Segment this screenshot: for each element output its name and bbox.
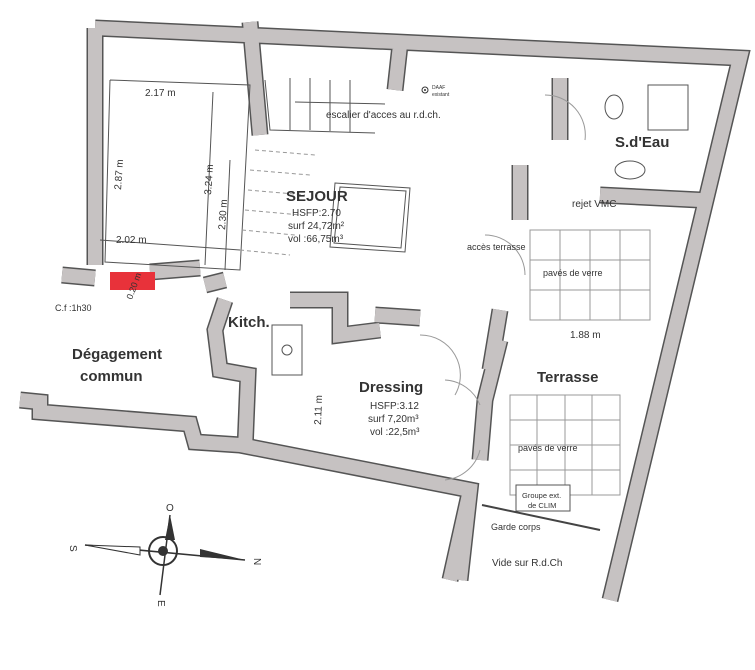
toilet-icon <box>604 94 624 120</box>
dim-2-11: 2.11 m <box>313 395 325 425</box>
dressing-vol: vol :22,5m³ <box>370 427 420 438</box>
compass-south: S <box>67 545 78 552</box>
clim-label-2: de CLIM <box>528 501 556 510</box>
glass-blocks-upper <box>529 229 651 321</box>
room-terrasse: Terrasse <box>537 369 598 386</box>
room-dressing: Dressing <box>359 379 423 396</box>
interior-lines <box>99 78 689 531</box>
dim-2-02: 2.02 m <box>116 235 147 246</box>
daaf-label: DAAF <box>432 85 445 91</box>
stair-label: escalier d'acces au r.d.ch. <box>326 110 441 121</box>
dim-2-30: 2.30 m <box>217 199 230 230</box>
sejour-hsfp: HSFP:2.70 <box>292 208 341 219</box>
dim-3-24: 3.24 m <box>203 164 216 195</box>
dressing-surf: surf 7,20m³ <box>368 414 419 425</box>
dressing-hsfp: HSFP:3.12 <box>370 401 419 412</box>
clim-label-1: Groupe ext. <box>522 491 561 500</box>
room-degagement-1: Dégagement <box>72 346 162 363</box>
walls <box>19 19 751 602</box>
sink <box>271 324 303 376</box>
labels: 2.17 m 2.87 m 3.24 m 2.30 m 2.02 m 0.20 … <box>55 85 669 607</box>
skylight <box>329 182 411 253</box>
room-sejour: SEJOUR <box>286 188 348 205</box>
room-degagement-2: commun <box>80 368 143 385</box>
glass-blocks-lower <box>509 394 621 496</box>
sejour-surf: surf 24,72m² <box>288 221 345 232</box>
daaf-label-2: existant <box>432 92 450 98</box>
compass-north: N <box>251 558 262 565</box>
compass-west: O <box>166 503 174 514</box>
washbasin-icon <box>614 160 646 180</box>
void-label: Vide sur R.d.Ch <box>492 558 562 569</box>
dim-2-87: 2.87 m <box>113 159 126 190</box>
glass-blocks-label: pavés de verre <box>543 268 603 278</box>
fire-rating: C.f :1h30 <box>55 303 92 313</box>
clim-unit <box>515 484 571 512</box>
dim-1-88: 1.88 m <box>570 330 601 341</box>
dim-2-17: 2.17 m <box>145 88 176 99</box>
shower-icon <box>647 84 689 131</box>
fire-wall-marker <box>110 272 155 290</box>
compass-east: E <box>155 600 166 607</box>
room-sdeau: S.d'Eau <box>615 134 669 151</box>
glass-blocks-label-2: pavés de verre <box>518 443 578 453</box>
sejour-vol: vol :66,75m³ <box>288 234 344 245</box>
guardrail <box>481 504 601 531</box>
room-kitchen: Kitch. <box>228 314 270 331</box>
terrace-access-label: accès terrasse <box>467 242 526 252</box>
vmc-label: rejet VMC <box>572 199 616 210</box>
daaf-icon <box>421 86 429 94</box>
compass <box>84 514 246 596</box>
staircase <box>239 78 386 256</box>
guardrail-label: Garde corps <box>491 522 541 532</box>
